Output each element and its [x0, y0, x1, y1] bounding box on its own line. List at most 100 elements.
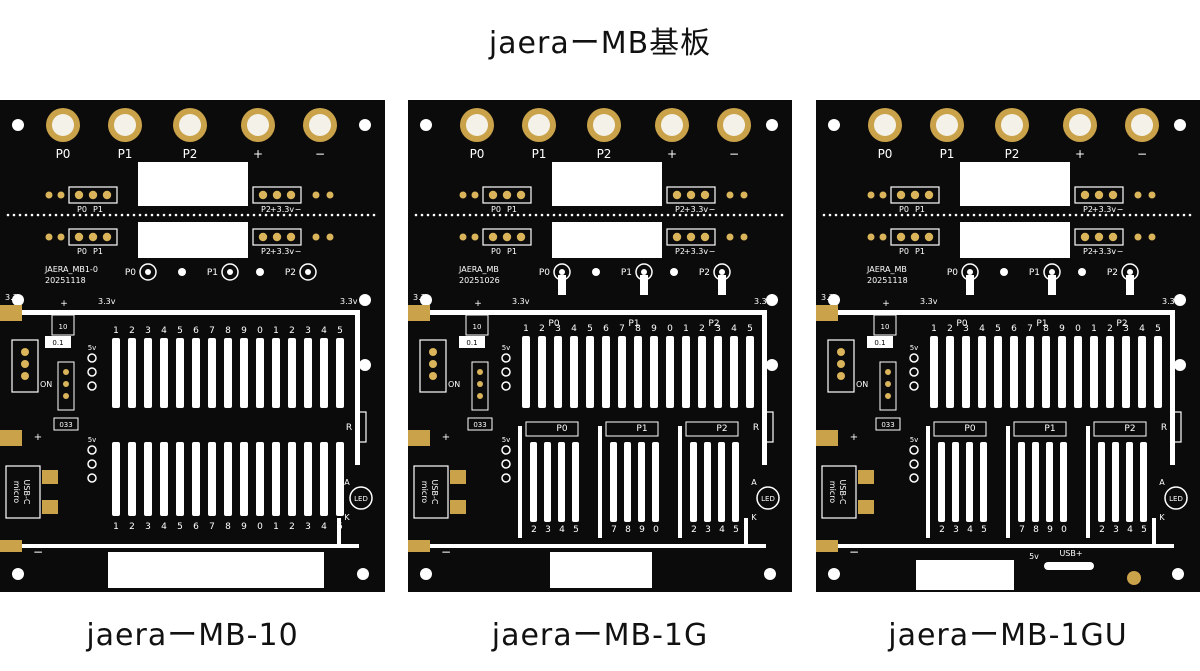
- header-pin: [88, 190, 98, 200]
- breadboard-strip: [144, 442, 152, 516]
- divider-dot: [1176, 213, 1180, 217]
- divider-dot: [510, 213, 514, 217]
- led-outline: [1164, 486, 1188, 510]
- column-number: 1: [273, 326, 279, 336]
- breadboard-strip: [666, 336, 674, 408]
- mounting-hole: [1174, 119, 1186, 131]
- pin-label: P1: [1029, 268, 1040, 278]
- divider-dot: [186, 213, 190, 217]
- divider-dot: [216, 213, 220, 217]
- divider-dot: [222, 213, 226, 217]
- breadboard-strip: [320, 442, 328, 516]
- header-pin: [726, 191, 734, 199]
- divider-dot: [450, 213, 454, 217]
- 5v-pin: [909, 381, 919, 391]
- divider-dot: [624, 213, 628, 217]
- column-number: 8: [1043, 324, 1049, 334]
- header-pin: [924, 232, 934, 242]
- power-pad: [408, 430, 430, 446]
- regulator-pin: [885, 393, 891, 399]
- breadboard-strip: [224, 338, 232, 408]
- header-label: P1: [507, 205, 517, 214]
- divider-dot: [696, 213, 700, 217]
- header-pin: [471, 191, 479, 199]
- pin-label: P0: [539, 268, 550, 278]
- header-pin: [1134, 191, 1142, 199]
- breadboard-strip: [1046, 442, 1053, 522]
- divider-dot: [750, 213, 754, 217]
- 5v-label: 5v: [1029, 552, 1039, 561]
- pin-dot: [1127, 269, 1133, 275]
- breadboard-strip: [682, 336, 690, 408]
- 5v-label: 5v: [502, 344, 511, 352]
- column-number: 0: [667, 324, 673, 334]
- header-label: P1: [915, 205, 925, 214]
- breadboard-strip: [304, 442, 312, 516]
- regulator: [57, 361, 75, 411]
- divider-dot: [72, 213, 76, 217]
- breadboard-strip: [558, 442, 565, 522]
- usb-pad: [858, 500, 874, 514]
- 5v-pin: [87, 381, 97, 391]
- column-number: 4: [719, 525, 725, 535]
- column-number: 2: [129, 326, 135, 336]
- divider-dot: [192, 213, 196, 217]
- pin-ring: [221, 263, 239, 281]
- mounting-hole: [1172, 568, 1184, 580]
- divider-dot: [312, 213, 316, 217]
- header-label: P2: [261, 205, 271, 214]
- led-outline: [349, 486, 373, 510]
- capacitor-033: [467, 417, 493, 431]
- switch-on-label: ON: [448, 380, 460, 389]
- divider-dot: [726, 213, 730, 217]
- divider-dot: [282, 213, 286, 217]
- divider-dot: [474, 213, 478, 217]
- header-pin: [1080, 232, 1090, 242]
- breadboard-strip: [1042, 336, 1050, 408]
- divider-dot: [300, 213, 304, 217]
- header-label: P0: [899, 247, 909, 256]
- minus-label: −: [441, 545, 451, 559]
- header-pin: [896, 190, 906, 200]
- ground-trace: [838, 544, 1174, 548]
- pin-dot: [559, 269, 565, 275]
- 5v-pin: [909, 459, 919, 469]
- divider-dot: [678, 213, 682, 217]
- usb-c-connector: [413, 465, 449, 519]
- column-number: 8: [625, 525, 631, 535]
- divider-dot: [822, 213, 826, 217]
- switch-pin: [21, 372, 29, 380]
- regulator-pin: [63, 393, 69, 399]
- led-cathode-label: K: [1159, 513, 1165, 522]
- mounting-hole: [12, 294, 24, 306]
- pin-header-outline: [1074, 228, 1124, 246]
- resistor-label: R: [1161, 423, 1167, 433]
- switch-pin: [21, 360, 29, 368]
- via: [1000, 268, 1008, 276]
- header-pin: [45, 191, 53, 199]
- group-label: P0: [556, 424, 567, 434]
- column-number: 5: [587, 324, 593, 334]
- led-anode-label: A: [344, 478, 350, 487]
- capacitor-10: [51, 314, 75, 336]
- switch-pin: [429, 372, 437, 380]
- divider-dot: [972, 213, 976, 217]
- capacitor-01: [45, 336, 71, 348]
- 5v-pin: [87, 353, 97, 363]
- header-pin: [312, 233, 320, 241]
- via: [670, 268, 678, 276]
- pin-header-outline: [890, 228, 940, 246]
- terminal-pad-label: P0: [470, 147, 485, 161]
- regulator: [471, 361, 489, 411]
- header-pin: [924, 190, 934, 200]
- column-number: 9: [241, 326, 247, 336]
- divider-dot: [708, 213, 712, 217]
- divider-dot: [366, 213, 370, 217]
- pin-header-outline: [890, 186, 940, 204]
- header-pin: [502, 232, 512, 242]
- column-number: 4: [161, 326, 167, 336]
- divider-dot: [252, 213, 256, 217]
- terminal-pad-label: −: [1137, 147, 1147, 161]
